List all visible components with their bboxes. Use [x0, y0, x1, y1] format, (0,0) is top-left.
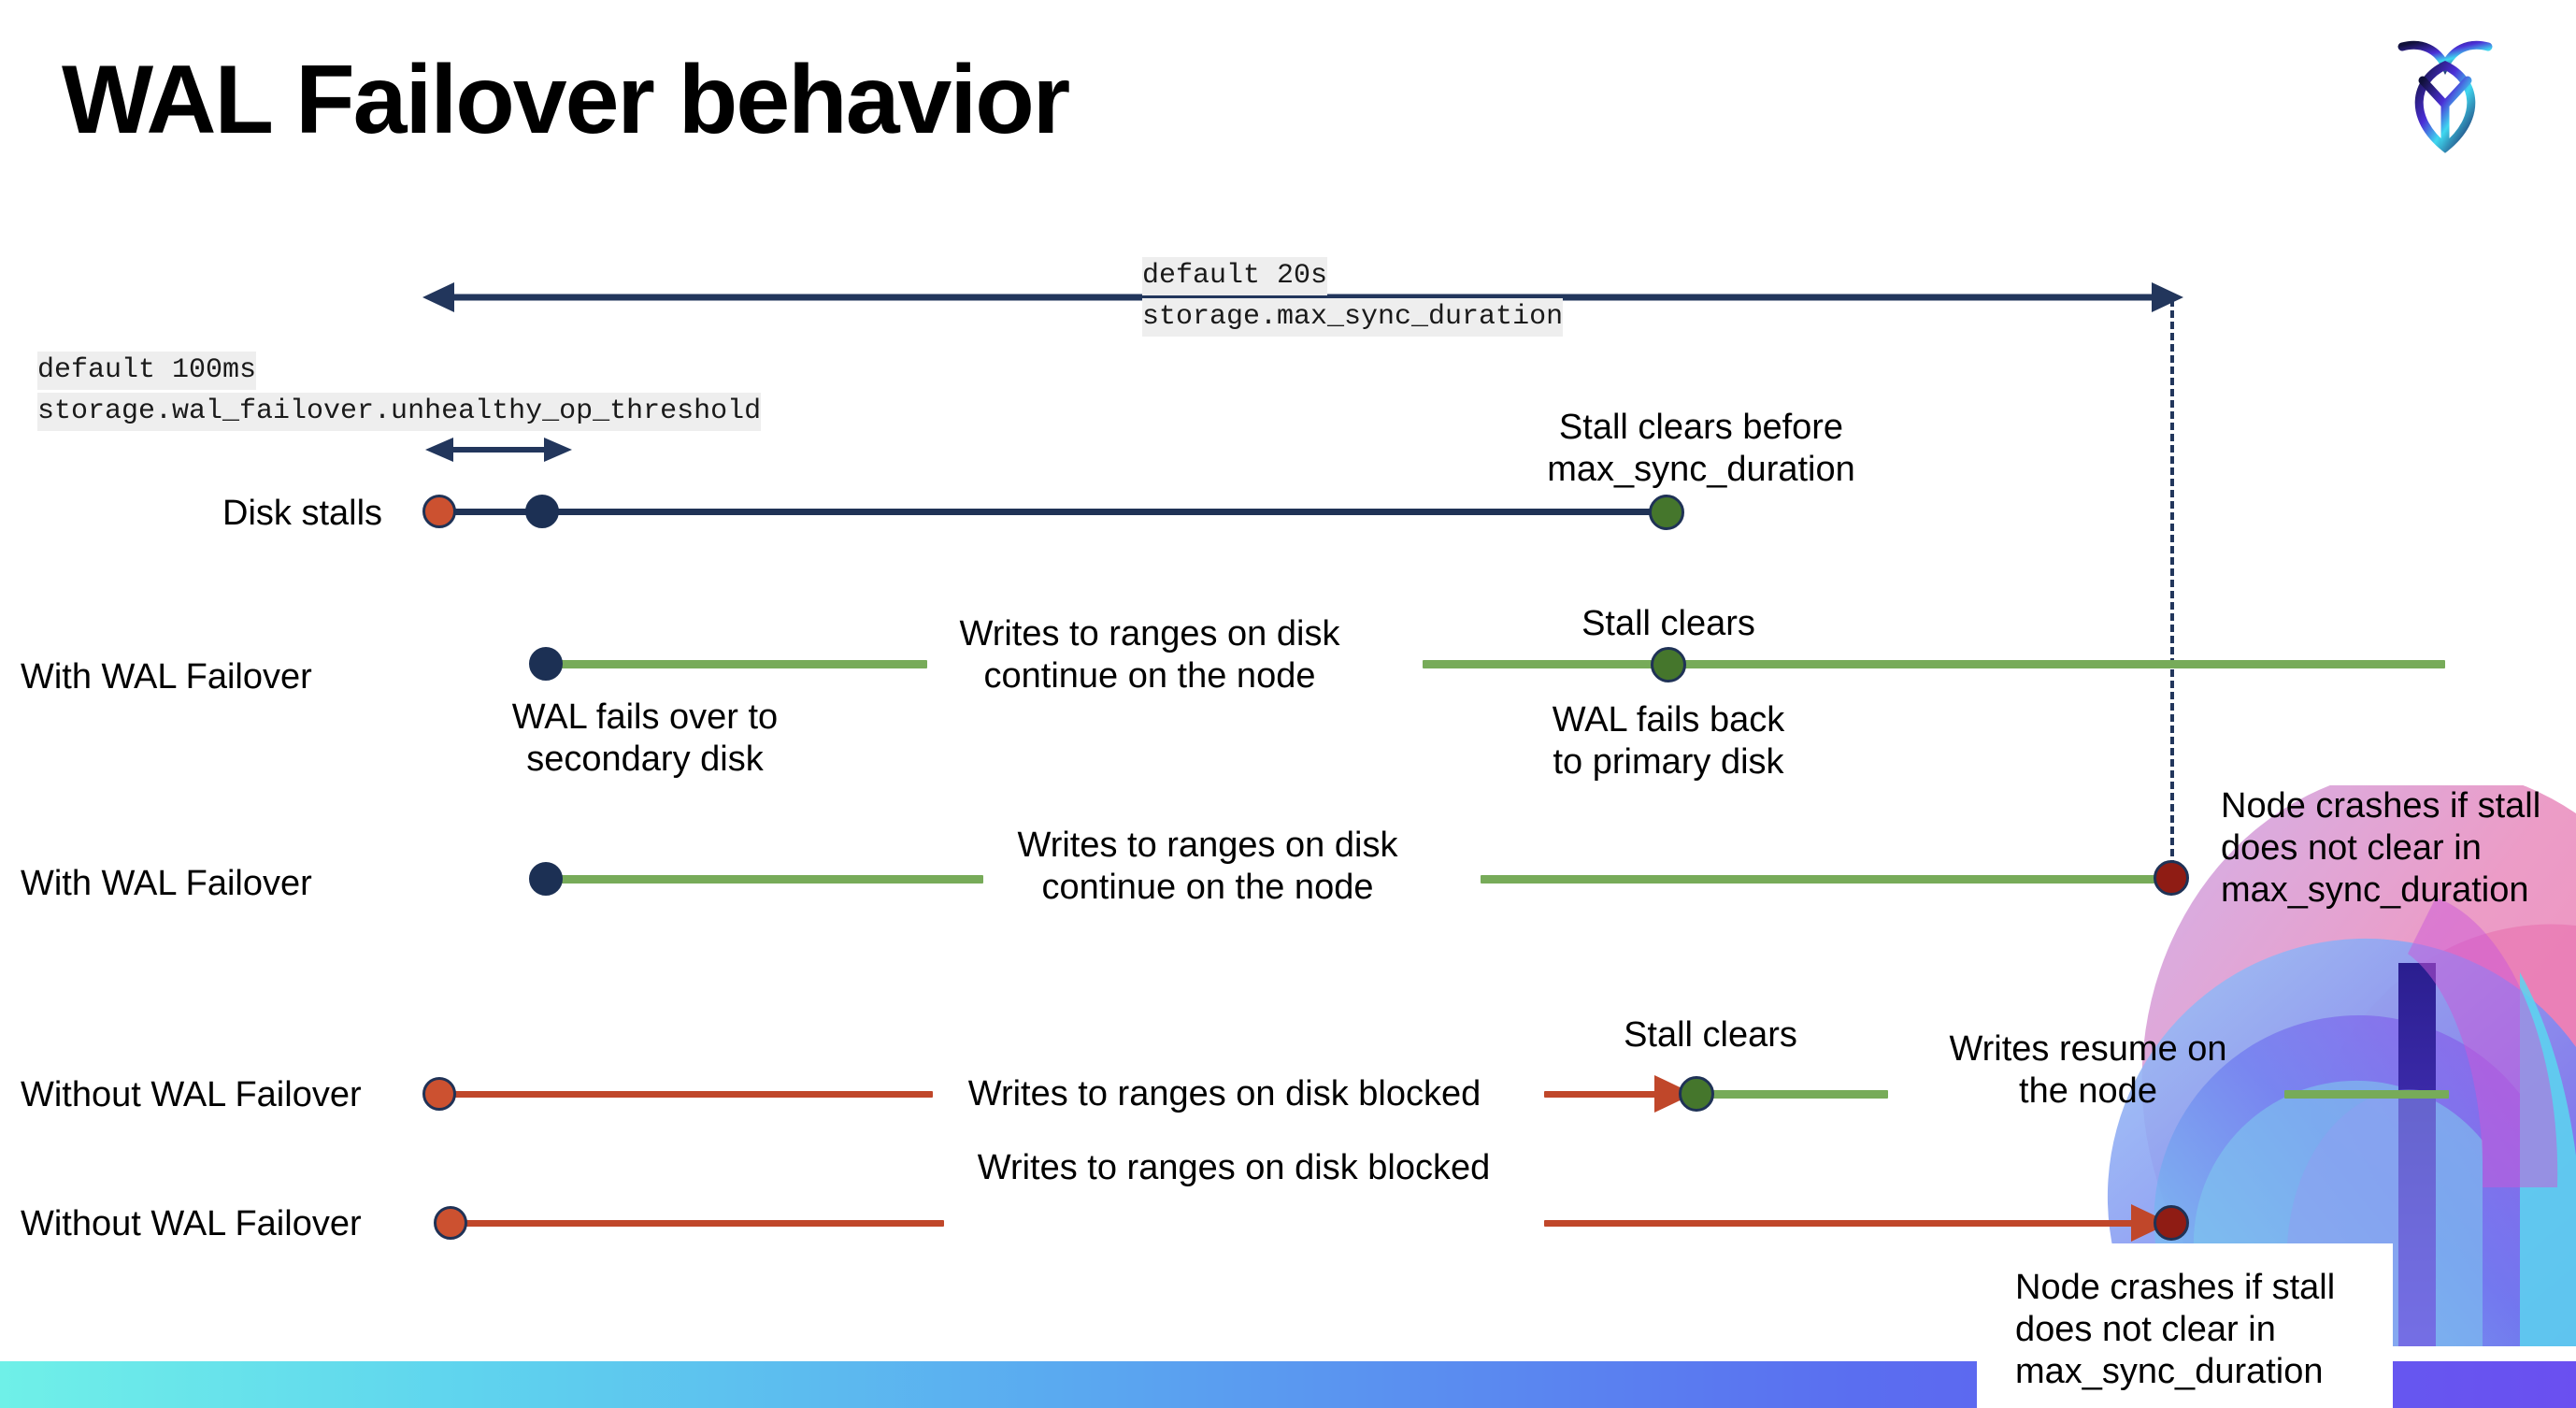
with-failover-2-track-a [538, 875, 983, 884]
without-failover-1-start-dot [422, 1077, 456, 1111]
row-label-with-failover-2: With WAL Failover [21, 864, 312, 903]
row-label-disk-stalls: Disk stalls [222, 494, 383, 533]
with-failover-1-track-a [538, 660, 927, 668]
page-title: WAL Failover behavior [62, 46, 1070, 154]
without-failover-1-track-d [2284, 1090, 2449, 1099]
with-failover-2-crash-dot [2154, 860, 2189, 896]
without-failover-1-track-a [447, 1091, 933, 1098]
with-failover-1-clear-note: Stall clears [1581, 604, 1755, 643]
unhealthy-op-default-tag: default 100ms [37, 352, 257, 391]
with-failover-1-failover-dot [529, 647, 563, 681]
max-sync-default-tag: default 20s [1142, 257, 1328, 296]
with-failover-1-clear-dot [1651, 647, 1686, 682]
without-failover-1-track-b [1544, 1091, 1664, 1098]
without-failover-2-start-dot [434, 1206, 467, 1240]
without-failover-2-track-a [458, 1220, 944, 1227]
without-failover-1-clear-dot [1679, 1076, 1714, 1112]
with-failover-1-start-note: WAL fails over to secondary disk [511, 697, 779, 779]
without-failover-2-track-b [1544, 1220, 2133, 1227]
with-failover-2-failover-dot [529, 862, 563, 896]
with-failover-2-crash-note: Node crashes if stall does not clear in … [2221, 786, 2541, 910]
without-failover-1-track-c [1705, 1090, 1888, 1099]
without-failover-1-blocked-note: Writes to ranges on disk blocked [967, 1074, 1481, 1113]
disk-stalls-start-dot [422, 495, 456, 528]
crash-callout-backdrop [1977, 1243, 2393, 1408]
with-failover-1-middle-note: Writes to ranges on disk continue on the… [959, 614, 1340, 696]
disk-stalls-annotation: Stall clears before max_sync_duration [1547, 408, 1855, 489]
with-failover-1-track-b [1423, 660, 2445, 668]
row-label-without-failover-2: Without WAL Failover [21, 1204, 362, 1243]
without-failover-1-clear-note: Stall clears [1624, 1015, 1797, 1055]
disk-stalls-failover-dot [525, 495, 559, 528]
without-failover-2-crash-note: Node crashes if stall does not clear in … [2015, 1268, 2336, 1391]
without-failover-1-resume-note: Writes resume on the node [1949, 1029, 2227, 1111]
row-label-without-failover-1: Without WAL Failover [21, 1075, 362, 1114]
with-failover-2-track-b [1481, 875, 2172, 884]
disk-stalls-track [439, 509, 1675, 515]
disk-stalls-clear-dot [1649, 495, 1684, 530]
max-sync-name-tag: storage.max_sync_duration [1142, 298, 1564, 338]
cockroach-logo-icon [2389, 26, 2501, 157]
row-label-with-failover-1: With WAL Failover [21, 657, 312, 697]
with-failover-1-back-note: WAL fails back to primary disk [1552, 700, 1785, 782]
without-failover-2-blocked-note: Writes to ranges on disk blocked [977, 1148, 1491, 1187]
max-sync-dashed-line [2170, 299, 2174, 879]
without-failover-2-crash-dot [2154, 1205, 2189, 1241]
unhealthy-op-name-tag: storage.wal_failover.unhealthy_op_thresh… [37, 393, 762, 432]
with-failover-2-middle-note: Writes to ranges on disk continue on the… [1017, 826, 1398, 907]
